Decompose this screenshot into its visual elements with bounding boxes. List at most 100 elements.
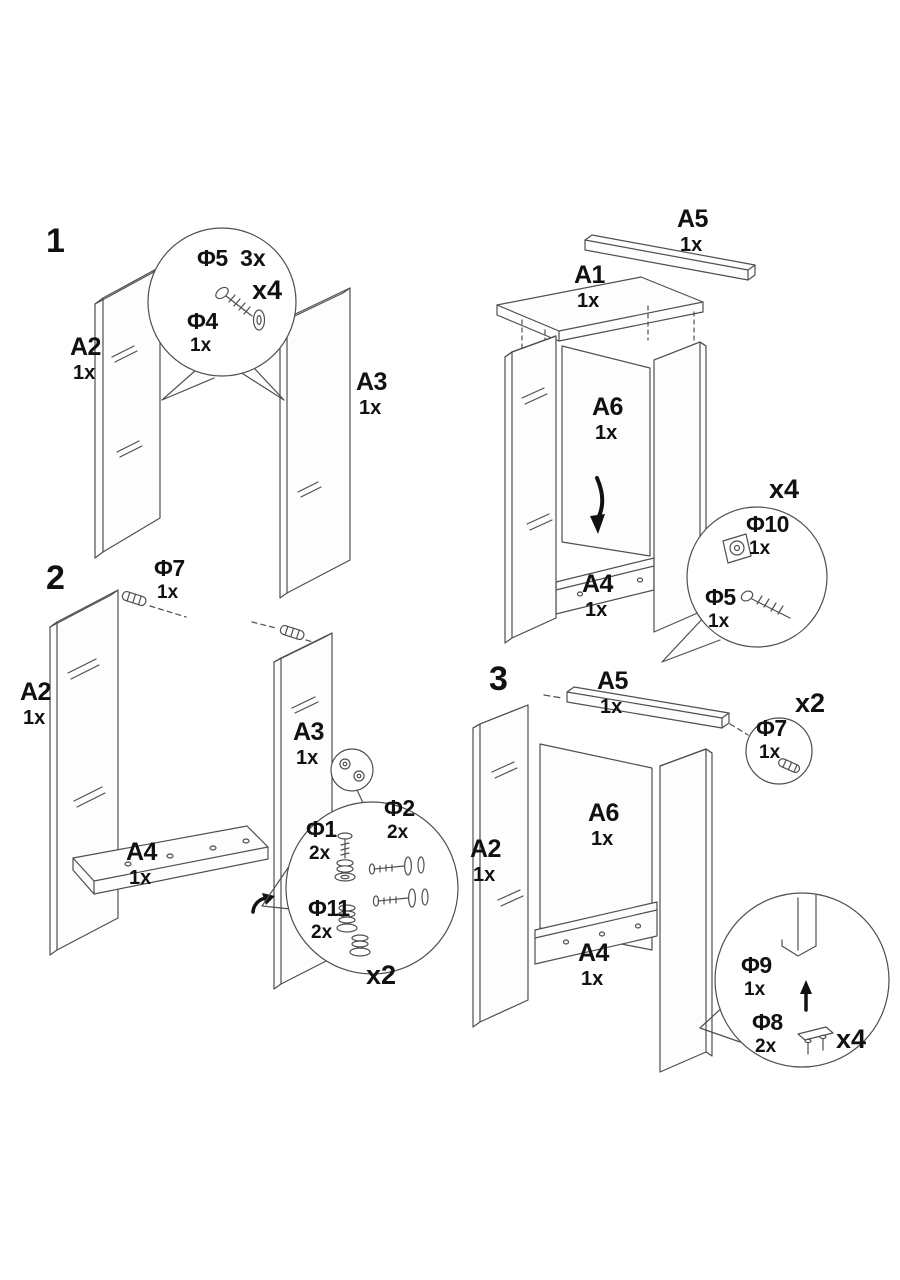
hardware-code: Φ7 bbox=[756, 715, 787, 741]
label-assembly-a5: A5 1x bbox=[677, 206, 708, 257]
hardware-code: Φ11 bbox=[308, 895, 350, 921]
part-qty: 1x bbox=[23, 707, 46, 729]
phi11-spring-icons bbox=[336, 904, 371, 957]
label-assembly-a1: A1 1x bbox=[574, 262, 605, 313]
label-step3-a4: A4 1x bbox=[578, 940, 609, 991]
label-assembly-phi10: Φ10 1x bbox=[746, 512, 789, 559]
hardware-qty: 1x bbox=[190, 334, 212, 356]
label-step2-panel-a4: A4 1x bbox=[126, 839, 157, 890]
label-step1-phi5: Φ5 3x bbox=[197, 246, 266, 271]
hardware-code: Φ10 bbox=[746, 511, 789, 537]
up-arrow bbox=[800, 980, 812, 1012]
part-code: A5 bbox=[597, 667, 628, 695]
label-step2-phi11: Φ11 2x bbox=[308, 896, 350, 943]
back-panel-a6-shape bbox=[561, 345, 651, 557]
label-step1-panel-a2: A2 1x bbox=[70, 334, 101, 385]
label-step3-phi8: Φ8 2x bbox=[752, 1010, 783, 1057]
hardware-qty: 2x bbox=[387, 821, 409, 843]
label-step1-phi4: Φ4 1x bbox=[187, 309, 218, 356]
rail-a5-shape bbox=[584, 234, 756, 281]
hardware-qty: 2x bbox=[311, 921, 333, 943]
part-code: A2 bbox=[20, 678, 51, 706]
label-step3-phi7: Φ7 1x bbox=[756, 716, 787, 763]
step2-panel-a4-shape bbox=[72, 825, 269, 895]
step2-art bbox=[49, 589, 459, 990]
part-qty: 1x bbox=[581, 968, 604, 990]
step2-callout-balloon bbox=[261, 801, 459, 975]
hardware-code: Φ4 bbox=[187, 308, 218, 334]
hardware-qty: 3x bbox=[240, 245, 266, 271]
hardware-qty: 1x bbox=[749, 537, 771, 559]
hardware-qty: 1x bbox=[744, 978, 766, 1000]
step1-art bbox=[94, 227, 351, 599]
step2-panel-a2-shape bbox=[49, 589, 119, 956]
hardware-qty: 1x bbox=[708, 610, 730, 632]
part-code: A2 bbox=[70, 333, 101, 361]
label-step1-panel-a3: A3 1x bbox=[356, 369, 387, 420]
hardware-code: Φ8 bbox=[752, 1009, 783, 1035]
label-step3-a5: A5 1x bbox=[597, 668, 628, 719]
part-qty: 1x bbox=[73, 362, 96, 384]
phi2-bolt-icons bbox=[368, 856, 429, 908]
hardware-code: Φ5 bbox=[197, 245, 228, 271]
part-code: A4 bbox=[578, 939, 609, 967]
hardware-qty: 2x bbox=[755, 1035, 777, 1057]
part-qty: 1x bbox=[577, 290, 600, 312]
phi10-cam-icon bbox=[722, 533, 752, 564]
part-code: A3 bbox=[356, 368, 387, 396]
label-step2-phi2: Φ2 2x bbox=[384, 796, 415, 843]
hardware-code: Φ9 bbox=[741, 952, 772, 978]
step1-number: 1 bbox=[46, 222, 65, 260]
hardware-code: Φ7 bbox=[154, 555, 185, 581]
step1-callout-balloon bbox=[147, 227, 297, 401]
part-code: A5 bbox=[677, 205, 708, 233]
label-assembly-a6: A6 1x bbox=[592, 394, 623, 445]
part-qty: 1x bbox=[591, 828, 614, 850]
step2-cam-detail bbox=[330, 748, 374, 806]
top-panel-a1-shape bbox=[496, 276, 704, 342]
label-step2-multiplier: x2 bbox=[366, 960, 397, 990]
label-step2-phi1: Φ1 2x bbox=[306, 817, 337, 864]
step1-panel-a3-shape bbox=[279, 287, 351, 599]
right-panel-shape-step3 bbox=[659, 748, 713, 1073]
corner-detail bbox=[781, 894, 817, 957]
bottom-panel-a4-shape-step3 bbox=[534, 901, 658, 965]
left-panel-shape bbox=[504, 335, 557, 644]
step1-panel-a2-shape bbox=[94, 266, 161, 559]
down-arrow bbox=[590, 476, 605, 534]
hardware-code: Φ5 bbox=[705, 584, 736, 610]
label-step2-phi7: Φ7 1x bbox=[154, 556, 185, 603]
phi5-screw-icon bbox=[740, 590, 791, 619]
label-step3-phi7-multiplier: x2 bbox=[795, 688, 826, 718]
hardware-code: Φ2 bbox=[384, 795, 415, 821]
rail-a5-shape-step3 bbox=[543, 686, 749, 736]
part-code: A6 bbox=[588, 799, 619, 827]
part-qty: 1x bbox=[600, 696, 623, 718]
part-code: A4 bbox=[582, 570, 613, 598]
hardware-code: Φ1 bbox=[306, 816, 337, 842]
label-step3-multiplier: x4 bbox=[836, 1024, 867, 1054]
part-code: A1 bbox=[574, 261, 605, 289]
part-qty: 1x bbox=[129, 867, 152, 889]
part-qty: 1x bbox=[585, 599, 608, 621]
dowel-phi7-icons bbox=[121, 590, 331, 648]
part-code: A2 bbox=[470, 835, 501, 863]
phi8-bracket-icon bbox=[797, 1026, 834, 1055]
part-qty: 1x bbox=[359, 397, 382, 419]
label-step2-panel-a3: A3 1x bbox=[293, 719, 324, 770]
label-step1-multiplier: x4 bbox=[252, 275, 283, 305]
step3-art bbox=[472, 686, 890, 1073]
screw-icon bbox=[215, 286, 266, 331]
label-step2-panel-a2: A2 1x bbox=[20, 679, 51, 730]
step2-assembly-art bbox=[496, 234, 828, 663]
step2-number: 2 bbox=[46, 559, 65, 597]
phi7-detail-circle bbox=[745, 717, 813, 785]
part-code: A6 bbox=[592, 393, 623, 421]
step2-assembly-callout-balloon bbox=[661, 506, 828, 663]
part-qty: 1x bbox=[595, 422, 618, 444]
phi7-dowel-icon bbox=[778, 758, 801, 774]
hardware-qty: 2x bbox=[309, 842, 331, 864]
step3-number: 3 bbox=[489, 660, 508, 698]
